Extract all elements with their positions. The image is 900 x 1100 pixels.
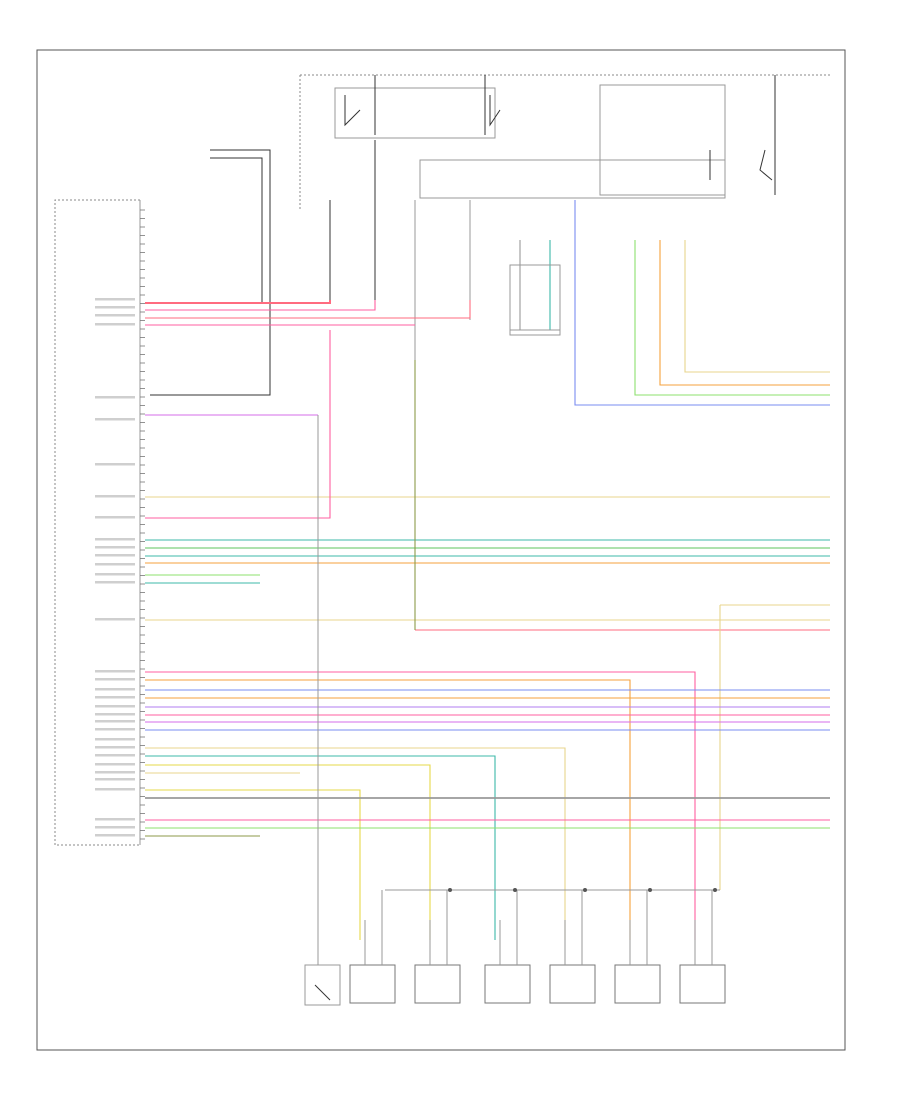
- wire-red-1: [145, 300, 331, 304]
- pin-label-mark: [95, 314, 135, 317]
- pin-label-mark: [95, 688, 135, 691]
- wire-tan-6: [684, 240, 830, 373]
- pin-label-mark: [95, 573, 135, 576]
- wire-pink-1: [145, 300, 376, 311]
- wire-black-top-2: [150, 157, 263, 304]
- pin-label-mark: [95, 323, 135, 326]
- pin-label-mark: [95, 463, 135, 466]
- pin-label-mark: [95, 788, 135, 791]
- pin-label-mark: [95, 705, 135, 708]
- pin-label-mark: [95, 834, 135, 837]
- pin-label-mark: [95, 713, 135, 716]
- coil-connector-5: [614, 964, 661, 1004]
- wire-orange-2: [145, 679, 631, 940]
- wire-yellow-1: [145, 764, 431, 940]
- colored-wires: [145, 200, 830, 940]
- pin-label-mark: [95, 778, 135, 781]
- pin-label-mark: [95, 306, 135, 309]
- pin-label-mark: [95, 396, 135, 399]
- wire-pink-4: [145, 671, 696, 940]
- wire-yellow-2: [145, 789, 361, 940]
- coil-connector-2: [414, 964, 461, 1004]
- pcm-label-marks: [95, 298, 135, 837]
- splice-dots: [448, 888, 717, 892]
- relay-contacts: [344, 95, 773, 181]
- pcm-pin-marks: [140, 209, 145, 840]
- pin-label-mark: [95, 678, 135, 681]
- wire-pink-3: [145, 330, 331, 519]
- coil-connector-6: [679, 964, 726, 1004]
- pcm-module-outline: [54, 199, 140, 846]
- pin-label-mark: [95, 738, 135, 741]
- coil-connector-4: [549, 964, 596, 1004]
- ignition-coil-connectors: [349, 890, 726, 1004]
- sensor-box-bottom: [304, 964, 341, 1006]
- pin-label-mark: [95, 546, 135, 549]
- asd-relay-box: [334, 87, 496, 139]
- pin-label-mark: [95, 538, 135, 541]
- pin-label-mark: [95, 618, 135, 621]
- wire-orange-4: [659, 240, 830, 386]
- pin-label-mark: [95, 670, 135, 673]
- pin-label-mark: [95, 720, 135, 723]
- fuse-block-box: [419, 159, 726, 199]
- pin-label-mark: [95, 728, 135, 731]
- wire-black-top-1: [150, 149, 271, 396]
- pin-label-mark: [95, 771, 135, 774]
- wire-teal-4: [145, 755, 496, 940]
- pin-label-mark: [95, 754, 135, 757]
- pin-label-mark: [95, 826, 135, 829]
- fuel-pump-relay-box: [599, 84, 726, 196]
- sensor-switch: [314, 984, 331, 1001]
- pin-label-mark: [95, 746, 135, 749]
- coil-connector-3: [484, 964, 531, 1004]
- wire-tan-4: [145, 747, 566, 940]
- pin-label-mark: [95, 298, 135, 301]
- pin-label-mark: [95, 516, 135, 519]
- pin-label-mark: [95, 495, 135, 498]
- pin-label-mark: [95, 763, 135, 766]
- pin-label-mark: [95, 818, 135, 821]
- pin-label-mark: [95, 554, 135, 557]
- pin-label-mark: [95, 696, 135, 699]
- wire-lgreen-3: [634, 240, 830, 396]
- wire-blue-3: [574, 200, 830, 406]
- component-mid: [509, 264, 561, 336]
- pin-label-mark: [95, 418, 135, 421]
- coil-connector-1: [349, 964, 396, 1004]
- wire-red-2: [145, 300, 471, 319]
- diagram-frame: [36, 49, 846, 1051]
- pin-label-mark: [95, 563, 135, 566]
- pin-label-mark: [95, 581, 135, 584]
